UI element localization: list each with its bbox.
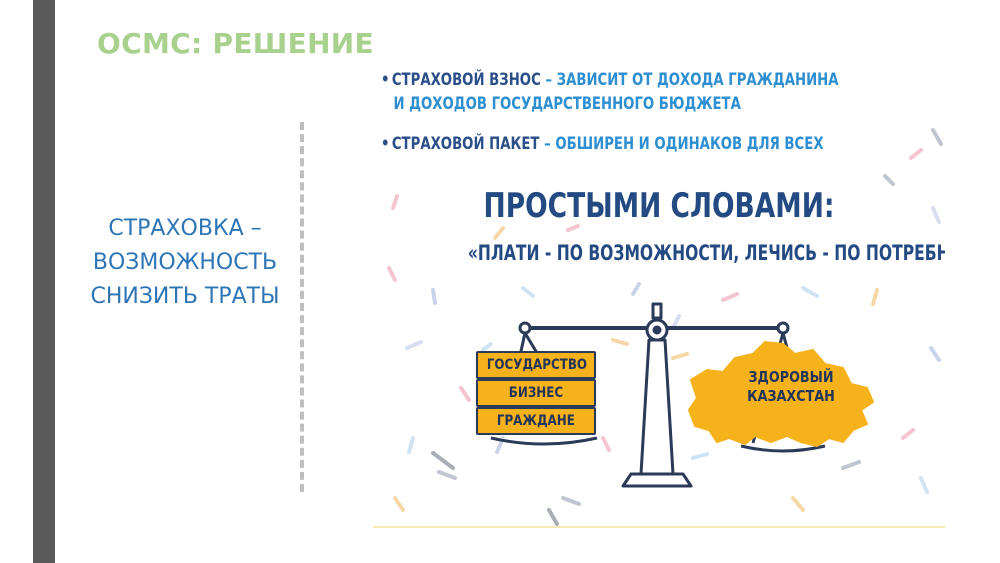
bullet-continuation: И ДОХОДОВ ГОСУДАРСТВЕННОГО БЮДЖЕТА: [393, 94, 741, 114]
caption-line: СНИЗИТЬ ТРАТЫ: [90, 284, 280, 309]
map-label-line: ЗДОРОВЫЙ: [748, 368, 834, 386]
map-label-line: КАЗАХСТАН: [747, 387, 835, 405]
bullet-dot: •: [381, 70, 390, 90]
left-accent-bar: [33, 0, 55, 563]
infographic-panel: •СТРАХОВОЙ ВЗНОС – ЗАВИСИТ ОТ ДОХОДА ГРА…: [373, 58, 945, 528]
scale-item-state: ГОСУДАРСТВО: [476, 351, 596, 379]
infographic-background: [387, 128, 943, 526]
bullet-insurance-package: •СТРАХОВОЙ ПАКЕТ – ОБШИРЕН И ОДИНАКОВ ДЛ…: [381, 132, 824, 156]
bullet-term: СТРАХОВОЙ ВЗНОС: [391, 70, 541, 90]
slogan-text: «ПЛАТИ - ПО ВОЗМОЖНОСТИ, ЛЕЧИСЬ - ПО ПОТ…: [467, 241, 945, 265]
bullet-term: СТРАХОВОЙ ПАКЕТ: [391, 134, 540, 154]
bullet-dot: •: [381, 134, 390, 154]
caption-line: ВОЗМОЖНОСТЬ: [92, 250, 278, 275]
scale-item-business: БИЗНЕС: [476, 379, 596, 407]
bullet-text: – ОБШИРЕН И ОДИНАКОВ ДЛЯ ВСЕХ: [544, 134, 824, 154]
heading-text: ПРОСТЫМИ СЛОВАМИ:: [483, 186, 835, 226]
slide-title: ОСМС: РЕШЕНИЕ: [97, 27, 374, 60]
dashed-divider: [300, 122, 304, 492]
left-caption: СТРАХОВКА – ВОЗМОЖНОСТЬ СНИЗИТЬ ТРАТЫ: [70, 212, 300, 314]
scale-item-citizens: ГРАЖДАНЕ: [476, 407, 596, 435]
scale-item-label: ГРАЖДАНЕ: [497, 413, 575, 429]
infographic-heading: ПРОСТЫМИ СЛОВАМИ:: [373, 186, 945, 226]
kazakhstan-map-icon: [687, 340, 875, 448]
bullet-text: – ЗАВИСИТ ОТ ДОХОДА ГРАЖДАНИНА: [545, 70, 839, 90]
map-label: ЗДОРОВЫЙ КАЗАХСТАН: [729, 368, 853, 406]
scale-item-label: БИЗНЕС: [508, 385, 564, 401]
bullet-insurance-fee: •СТРАХОВОЙ ВЗНОС – ЗАВИСИТ ОТ ДОХОДА ГРА…: [381, 68, 839, 116]
confetti-decoration: [387, 128, 943, 526]
infographic-slogan: «ПЛАТИ - ПО ВОЗМОЖНОСТИ, ЛЕЧИСЬ - ПО ПОТ…: [373, 241, 945, 265]
caption-line: СТРАХОВКА –: [108, 216, 262, 241]
scale-item-label: ГОСУДАРСТВО: [486, 357, 588, 373]
